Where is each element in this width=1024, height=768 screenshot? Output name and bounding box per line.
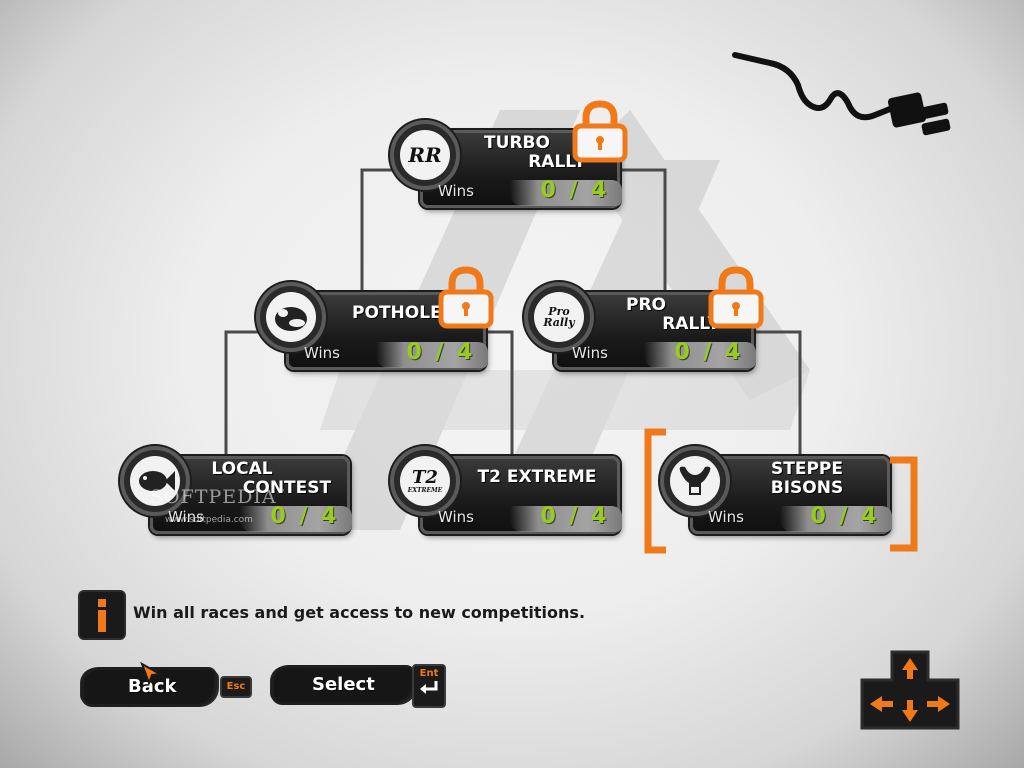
watermark-tm: ™ xyxy=(276,488,287,499)
title-line-2: RALLY xyxy=(662,314,720,334)
turbo-rally-logo-icon: RR xyxy=(390,120,460,190)
competition-steppe-bisons[interactable]: STEPPE BISONS Wins 0 / 4 xyxy=(660,446,900,546)
lock-icon xyxy=(708,266,764,329)
competition-title: PRO RALLY xyxy=(596,296,746,334)
select-label: Select xyxy=(312,674,375,695)
wins-label: Wins xyxy=(438,182,474,200)
emblem-main: T2 xyxy=(412,466,438,488)
emblem-image xyxy=(130,456,180,506)
wins-value: 0 / 4 xyxy=(270,504,340,529)
wins-brush xyxy=(780,506,892,532)
info-message: Win all races and get access to new comp… xyxy=(133,603,586,622)
wins-brush xyxy=(240,506,352,532)
wins-value: 0 / 4 xyxy=(540,178,610,203)
competition-title: STEPPE BISONS xyxy=(732,460,882,498)
competition-title: POTHOLES xyxy=(352,303,454,323)
wins-value: 0 / 4 xyxy=(540,504,610,529)
competition-title: T2 EXTREME xyxy=(477,467,597,487)
watermark-url: www.softpedia.com xyxy=(165,515,253,525)
wins-value: 0 / 4 xyxy=(674,340,744,365)
hippo-icon xyxy=(256,282,326,352)
wins-brush xyxy=(376,342,488,368)
exhaust-pipe-icon xyxy=(732,52,951,136)
lock-icon xyxy=(572,100,628,163)
wins-value: 0 / 4 xyxy=(406,340,476,365)
button-brush xyxy=(274,668,412,702)
title-line-1: STEPPE xyxy=(771,459,843,479)
wins-value: 0 / 4 xyxy=(810,504,880,529)
t2-extreme-logo-icon: T2 EXTREME xyxy=(390,446,460,516)
title-line-1: PRO xyxy=(625,295,666,315)
emblem-image xyxy=(266,292,316,342)
emblem-text: RR xyxy=(400,130,450,180)
select-button[interactable]: Select Ent xyxy=(274,664,450,708)
wins-label: Wins xyxy=(304,344,340,362)
title-line-1: TURBO xyxy=(484,133,550,153)
back-button[interactable]: Back Esc xyxy=(84,666,254,710)
fish-icon xyxy=(120,446,190,516)
watermark-text: SOFTPEDIA xyxy=(150,486,277,508)
wins-brush xyxy=(510,506,622,532)
wins-label: Wins xyxy=(438,508,474,526)
info-icon xyxy=(80,592,124,638)
competition-pro-rally[interactable]: Pro Rally PRO RALLY Wins 0 / 4 xyxy=(524,282,764,382)
selection-brackets xyxy=(644,428,918,554)
pro-rally-logo-icon: Pro Rally xyxy=(524,282,594,352)
competition-t2-extreme[interactable]: T2 EXTREME T2 EXTREME Wins 0 / 4 xyxy=(390,446,630,546)
enter-key-label: Ent xyxy=(419,668,439,679)
competition-turbo-rally[interactable]: RR TURBO RALLY Wins 0 / 4 xyxy=(390,120,630,220)
mouse-cursor-icon xyxy=(140,662,164,686)
emblem-image xyxy=(670,456,720,506)
title-line-2: CONTEST xyxy=(242,478,332,498)
title-line-1: LOCAL xyxy=(211,459,273,479)
esc-key-icon: Esc xyxy=(220,676,252,698)
lock-icon xyxy=(438,266,494,329)
wins-brush xyxy=(510,180,622,206)
emblem-text: Pro Rally xyxy=(534,292,584,342)
wins-label: Wins xyxy=(708,508,744,526)
back-label: Back xyxy=(128,676,177,697)
wins-label: Wins xyxy=(168,508,204,526)
competition-title: TURBO RALLY xyxy=(462,134,612,172)
watermark: SOFTPEDIA™ xyxy=(150,486,287,508)
competition-title: LOCAL CONTEST xyxy=(192,460,342,498)
arrow-keys-icon xyxy=(860,650,960,730)
emblem-text: T2 EXTREME xyxy=(400,456,450,506)
wins-brush xyxy=(644,342,756,368)
title-line-2: RALLY xyxy=(528,152,586,172)
title-line-2: BISONS xyxy=(770,478,844,498)
wins-label: Wins xyxy=(572,344,608,362)
enter-key-icon: Ent xyxy=(412,664,446,708)
competition-local-contest[interactable]: LOCAL CONTEST Wins 0 / 4 xyxy=(120,446,360,546)
emblem-sub: EXTREME xyxy=(407,486,443,494)
bison-icon xyxy=(660,446,730,516)
